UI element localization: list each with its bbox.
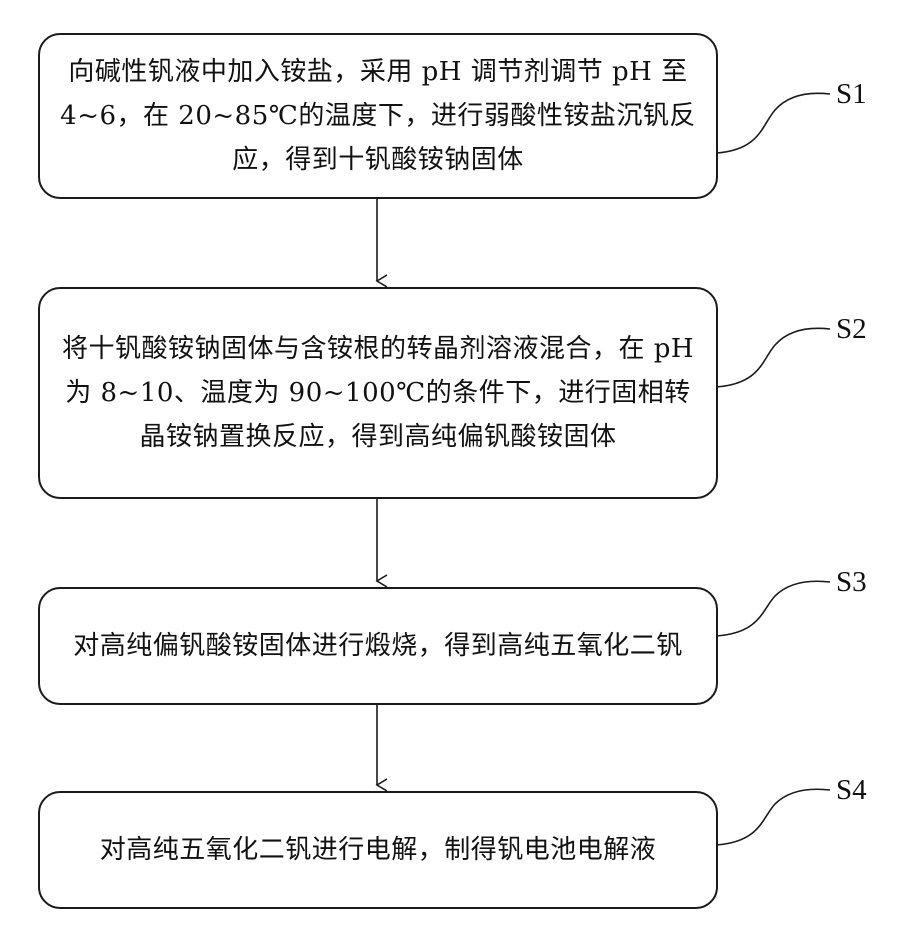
leader-s1	[716, 93, 830, 153]
leader-s4	[716, 789, 830, 845]
step-box-s4: 对高纯五氧化二钒进行电解，制得钒电池电解液	[38, 791, 718, 909]
step-text-s3: 对高纯偏钒酸铵固体进行煅烧，得到高纯五氧化二钒	[40, 624, 716, 668]
step-label-s3: S3	[836, 566, 867, 598]
leader-s2	[716, 328, 830, 387]
step-text-s4: 对高纯五氧化二钒进行电解，制得钒电池电解液	[40, 828, 716, 872]
step-label-s1: S1	[836, 78, 867, 110]
leader-s3	[716, 581, 830, 636]
step-box-s1: 向碱性钒液中加入铵盐，采用 pH 调节剂调节 pH 至 4~6，在 20~85℃…	[38, 33, 718, 199]
step-box-s2: 将十钒酸铵钠固体与含铵根的转晶剂溶液混合，在 pH 为 8~10、温度为 90~…	[38, 287, 718, 499]
step-text-s2: 将十钒酸铵钠固体与含铵根的转晶剂溶液混合，在 pH 为 8~10、温度为 90~…	[40, 327, 716, 459]
step-box-s3: 对高纯偏钒酸铵固体进行煅烧，得到高纯五氧化二钒	[38, 587, 718, 705]
step-label-s4: S4	[836, 774, 867, 806]
step-label-s2: S2	[836, 313, 867, 345]
step-text-s1: 向碱性钒液中加入铵盐，采用 pH 调节剂调节 pH 至 4~6，在 20~85℃…	[40, 50, 716, 182]
